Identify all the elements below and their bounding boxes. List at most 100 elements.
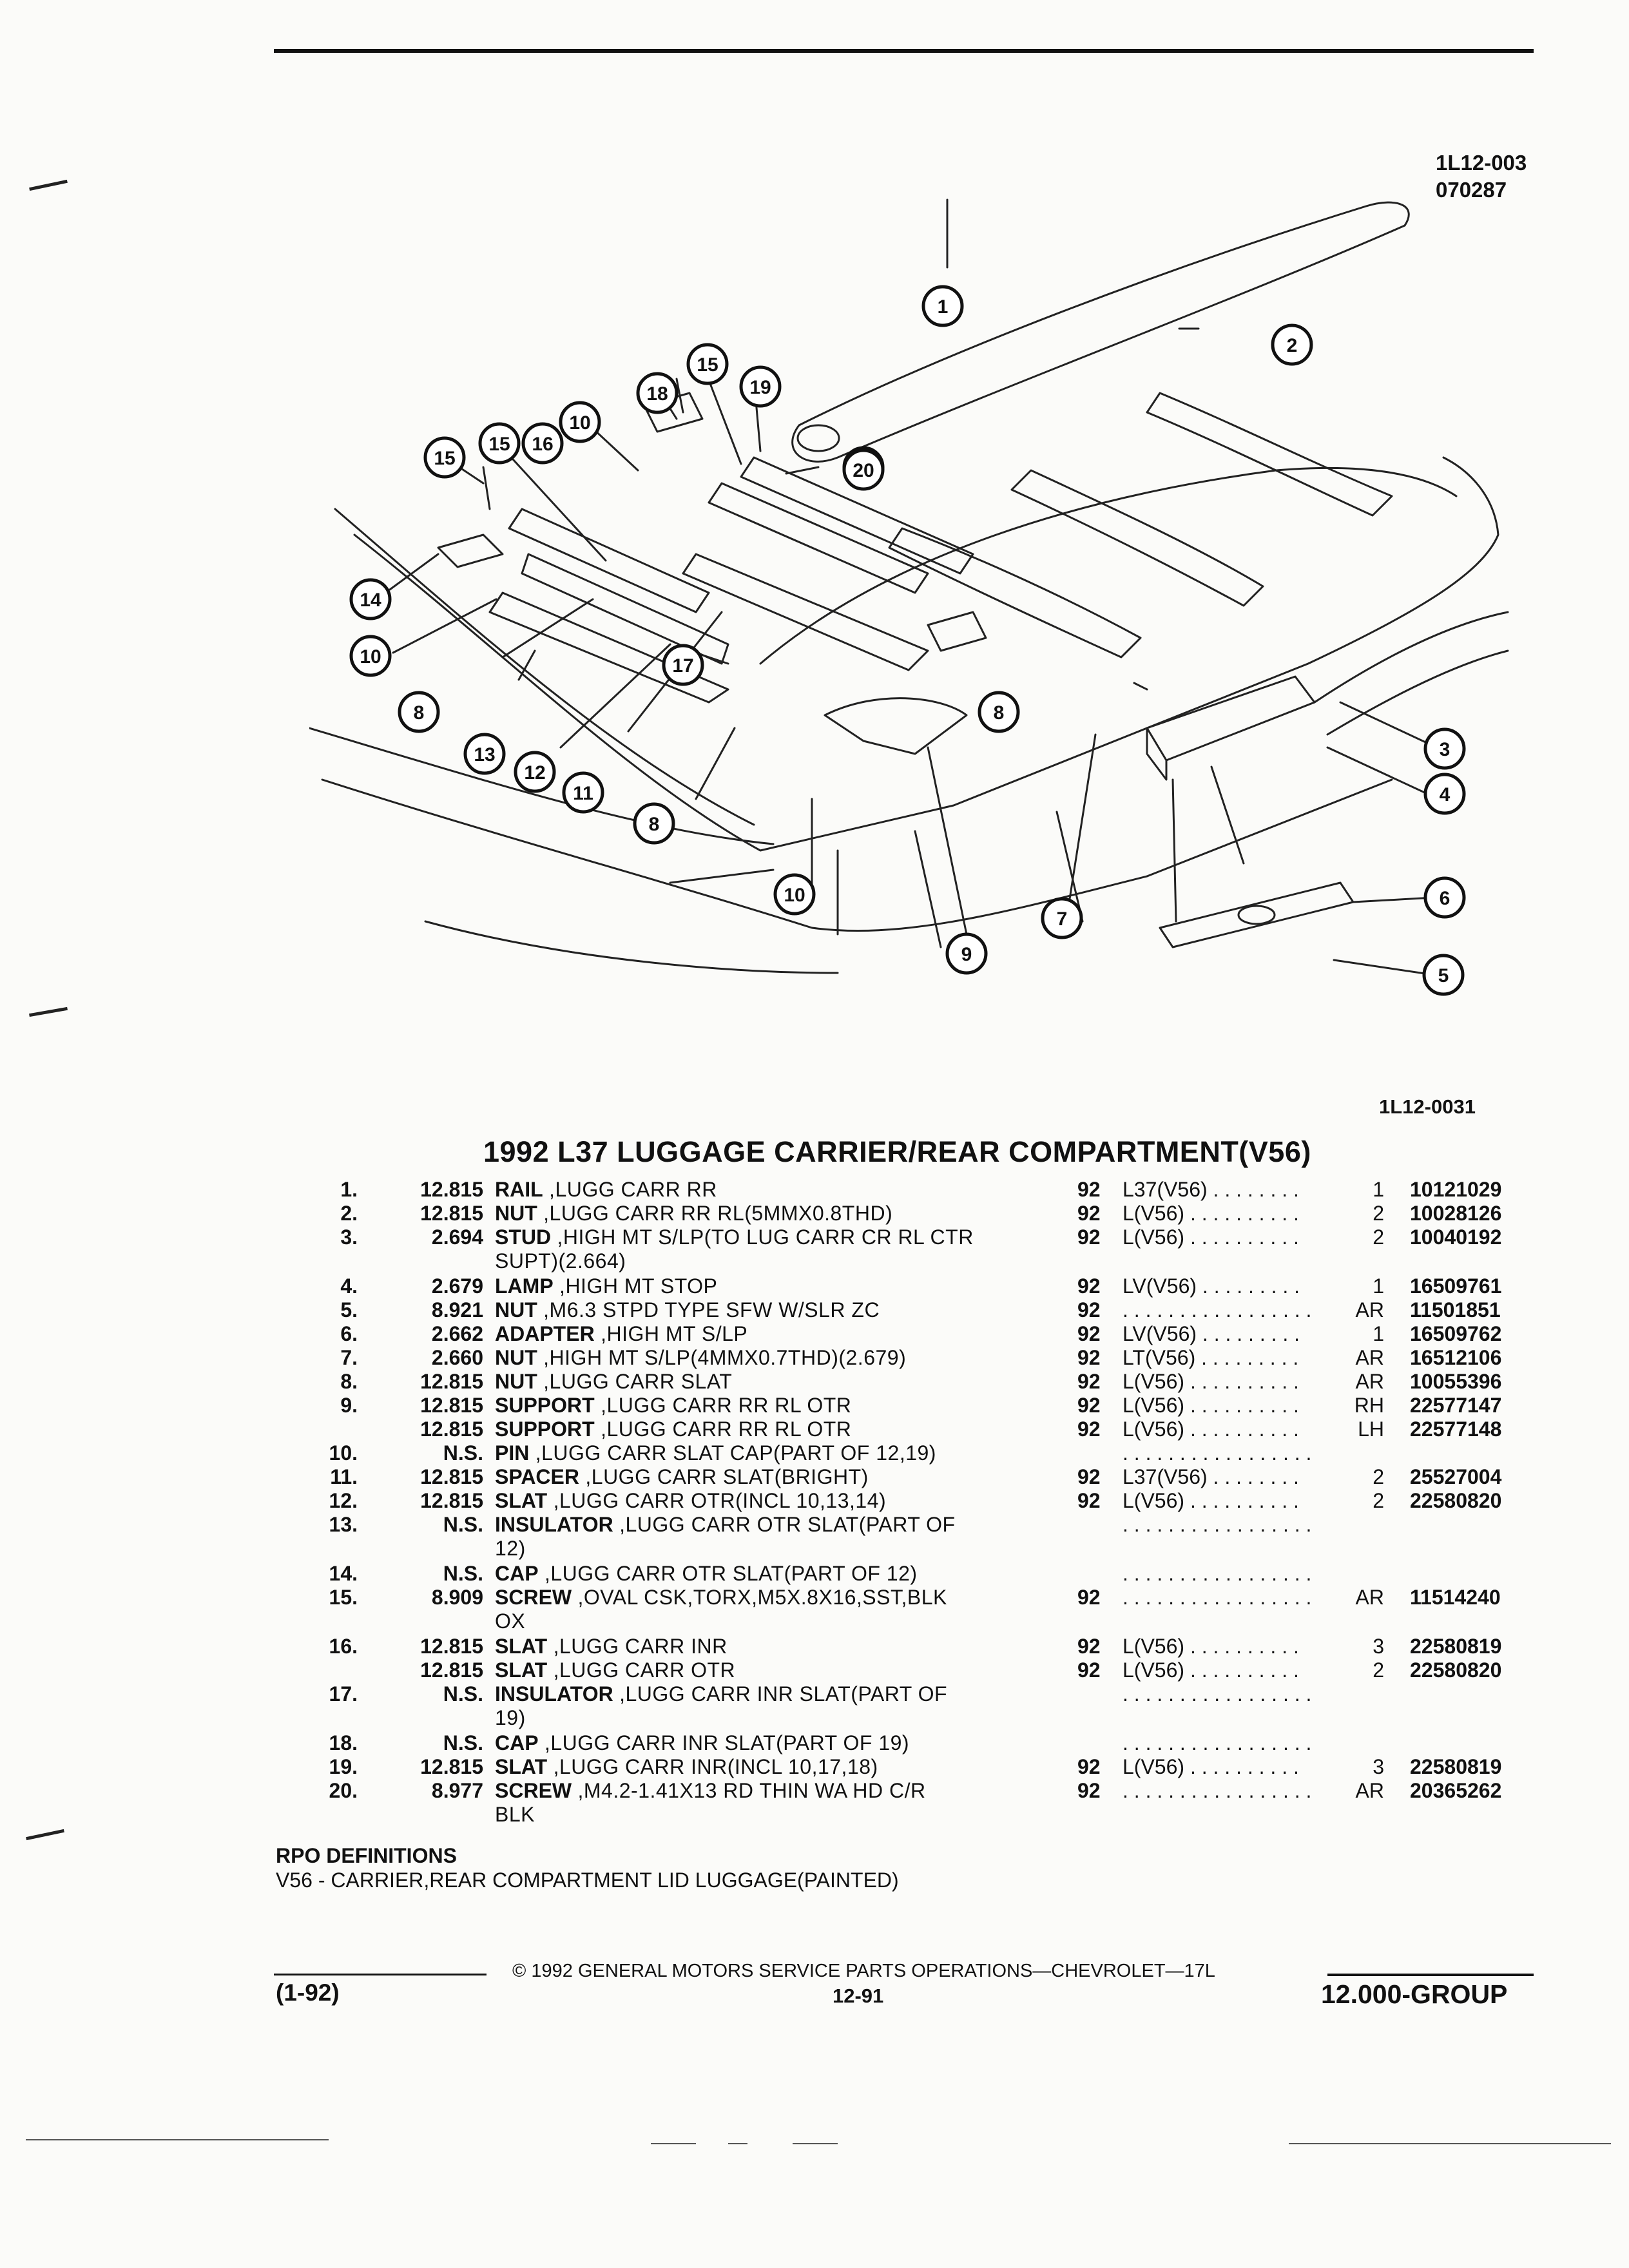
part-qty: AR	[1355, 1298, 1384, 1321]
parts-row: 10.N.S.PIN ,LUGG CARR SLAT CAP(PART OF 1…	[0, 1441, 1629, 1493]
callout-15-top: 15	[697, 354, 718, 376]
callout-14: 14	[360, 590, 381, 611]
top-rule	[274, 49, 1534, 53]
part-description: SLAT ,LUGG CARR INR	[495, 1635, 1023, 1658]
part-description: CAP ,LUGG CARR INR SLAT(PART OF 19)	[495, 1731, 1023, 1755]
part-index: 16.	[329, 1635, 358, 1658]
part-year: 92	[1077, 1370, 1101, 1393]
part-description: STUD ,HIGH MT S/LP(TO LUG CARR CR RL CTR…	[495, 1225, 1023, 1273]
parts-row: 2. 12.815 NUT ,LUGG CARR RR RL(5MMX0.8THD)…	[0, 1202, 1629, 1253]
adapter-6	[1159, 881, 1354, 948]
scan-artifact	[1289, 2143, 1611, 2144]
part-keyword: SCREW	[495, 1779, 572, 1802]
part-detail: ,LUGG CARR INR SLAT(PART OF	[613, 1682, 948, 1706]
part-usage: . . . . . . . . . . . . . . . . .	[1123, 1513, 1312, 1536]
part-number: 22577148	[1410, 1418, 1502, 1441]
part-group: 12.815	[420, 1202, 483, 1225]
part-index: 5.	[340, 1298, 358, 1321]
callout-12: 12	[524, 762, 545, 783]
part-detail-cont: BLK	[495, 1803, 535, 1826]
part-number: 10040192	[1410, 1225, 1502, 1249]
part-usage: L(V56) . . . . . . . . . .	[1123, 1202, 1299, 1225]
part-number: 22580819	[1410, 1755, 1502, 1778]
part-group: 12.815	[420, 1370, 483, 1393]
part-detail: ,LUGG CARR OTR SLAT(PART OF	[613, 1513, 956, 1536]
part-detail-cont: 12)	[495, 1537, 526, 1560]
part-index: 19.	[329, 1755, 358, 1778]
part-usage: L(V56) . . . . . . . . . .	[1123, 1394, 1299, 1417]
part-year: 92	[1077, 1178, 1101, 1201]
footer-date: (1-92)	[276, 1979, 340, 2006]
part-keyword: ADAPTER	[495, 1322, 595, 1345]
part-keyword: STUD	[495, 1225, 552, 1249]
part-detail-cont: 19)	[495, 1706, 526, 1729]
parts-row: 3. 2.694 STUD ,HIGH MT S/LP(TO LUG CARR CR…	[0, 1225, 1629, 1277]
part-usage: L(V56) . . . . . . . . . .	[1123, 1755, 1299, 1778]
part-index: 3.	[340, 1225, 358, 1249]
callout-10-bottom: 10	[784, 885, 805, 906]
part-number: 25527004	[1410, 1465, 1502, 1488]
part-detail: ,HIGH MT STOP	[553, 1274, 718, 1298]
part-qty: LH	[1358, 1418, 1384, 1441]
scan-artifact	[728, 2143, 747, 2144]
footer-rule-left	[274, 1974, 487, 1975]
part-index: 2.	[340, 1202, 358, 1225]
insulator-13	[488, 591, 729, 704]
part-group: 12.815	[420, 1635, 483, 1658]
part-detail: ,LUGG CARR INR	[547, 1635, 728, 1658]
part-number: 20365262	[1410, 1779, 1502, 1802]
insulator-17	[682, 553, 929, 671]
part-index: 12.	[329, 1489, 358, 1512]
part-description: NUT ,LUGG CARR RR RL(5MMX0.8THD)	[495, 1202, 1023, 1225]
footer-rule-right	[1327, 1974, 1534, 1976]
part-detail: ,LUGG CARR OTR SLAT(PART OF 12)	[538, 1562, 918, 1585]
part-year: 92	[1077, 1658, 1101, 1682]
part-index: 17.	[329, 1682, 358, 1706]
part-usage: LT(V56) . . . . . . . . .	[1123, 1346, 1299, 1369]
part-number: 16509761	[1410, 1274, 1502, 1298]
part-qty: 3	[1373, 1755, 1384, 1778]
part-group: N.S.	[443, 1682, 483, 1706]
part-qty: 2	[1373, 1658, 1384, 1682]
part-detail: ,LUGG CARR INR(INCL 10,17,18)	[547, 1755, 878, 1778]
part-index: 15.	[329, 1586, 358, 1609]
part-qty: 1	[1373, 1322, 1384, 1345]
part-detail: ,LUGG CARR OTR	[547, 1658, 736, 1682]
part-group: 2.662	[431, 1322, 483, 1345]
part-year: 92	[1077, 1779, 1101, 1802]
part-keyword: NUT	[495, 1202, 537, 1225]
part-detail-cont: OX	[495, 1610, 526, 1633]
callout-10-top: 10	[569, 412, 590, 434]
part-description: RAIL ,LUGG CARR RR	[495, 1178, 1023, 1202]
part-keyword: INSULATOR	[495, 1682, 613, 1706]
part-detail: ,LUGG CARR SLAT	[537, 1370, 733, 1393]
part-description: INSULATOR ,LUGG CARR INR SLAT(PART OF 19)	[495, 1682, 1023, 1730]
part-keyword: NUT	[495, 1346, 537, 1369]
part-detail: ,LUGG CARR INR SLAT(PART OF 19)	[538, 1731, 910, 1754]
part-description: SLAT ,LUGG CARR OTR(INCL 10,13,14)	[495, 1489, 1023, 1513]
part-keyword: SLAT	[495, 1658, 548, 1682]
slat-right-1	[888, 527, 1142, 658]
part-keyword: INSULATOR	[495, 1513, 613, 1536]
callout-11: 11	[573, 783, 593, 804]
part-group: 2.694	[431, 1225, 483, 1249]
callout-7: 7	[1057, 908, 1068, 930]
part-index: 1.	[340, 1178, 358, 1201]
part-group: 12.815	[420, 1178, 483, 1201]
part-description: SUPPORT ,LUGG CARR RR RL OTR	[495, 1418, 1023, 1441]
part-index: 6.	[340, 1322, 358, 1345]
support-9	[824, 697, 968, 755]
scan-artifact	[651, 2143, 696, 2144]
part-year: 92	[1077, 1635, 1101, 1658]
part-group: N.S.	[443, 1441, 483, 1465]
page-title: 1992 L37 LUGGAGE CARRIER/REAR COMPARTMEN…	[483, 1135, 1311, 1168]
callout-1: 1	[938, 296, 949, 318]
callout-4: 4	[1440, 784, 1451, 805]
part-detail: ,LUGG CARR RR RL(5MMX0.8THD)	[537, 1202, 893, 1225]
callout-8-left: 8	[414, 702, 425, 724]
part-usage: L(V56) . . . . . . . . . .	[1123, 1635, 1299, 1658]
